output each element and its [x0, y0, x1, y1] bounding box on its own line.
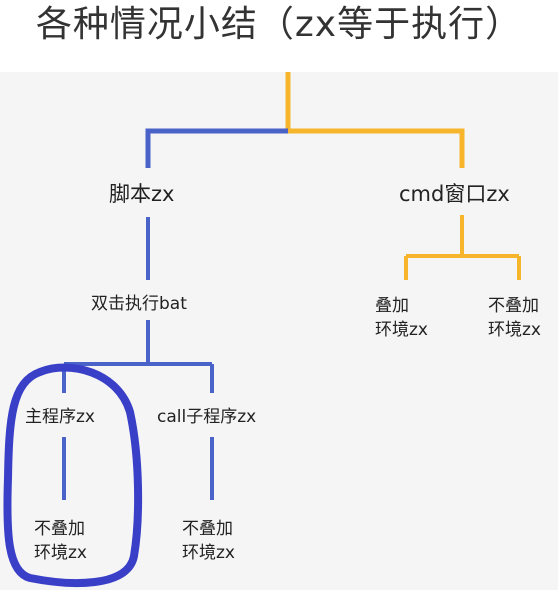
node-main-program: 主程序zx [25, 407, 95, 427]
diagram-canvas [0, 72, 558, 590]
node-cmd-no-stack-env-line1: 不叠加 [488, 296, 539, 316]
connector-root-to-cmd [288, 128, 465, 168]
node-cmd-no-stack-env: 不叠加 环境zx [488, 294, 541, 342]
node-cmd-stack-env-line2: 环境zx [375, 320, 428, 340]
node-cmd-window: cmd窗口zx [399, 182, 510, 206]
node-double-click-bat: 双击执行bat [91, 294, 187, 314]
node-main-no-stack-env-line2: 环境zx [34, 543, 87, 563]
node-cmd-no-stack-env-line2: 环境zx [488, 320, 541, 340]
node-call-no-stack-env-line1: 不叠加 [182, 519, 233, 539]
node-main-no-stack-env-line1: 不叠加 [34, 519, 85, 539]
connector-root-to-script [145, 128, 288, 168]
node-call-no-stack-env: 不叠加 环境zx [182, 517, 235, 565]
node-call-no-stack-env-line2: 环境zx [182, 543, 235, 563]
node-cmd-stack-env: 叠加 环境zx [375, 294, 428, 342]
page-title: 各种情况小结（zx等于执行） [35, 4, 523, 45]
node-main-no-stack-env: 不叠加 环境zx [34, 517, 87, 565]
highlight-circle [3, 363, 143, 587]
node-call-subroutine: call子程序zx [157, 407, 257, 427]
node-cmd-stack-env-line1: 叠加 [375, 296, 409, 316]
node-script: 脚本zx [109, 182, 175, 206]
header-band: 各种情况小结（zx等于执行） [0, 0, 558, 72]
